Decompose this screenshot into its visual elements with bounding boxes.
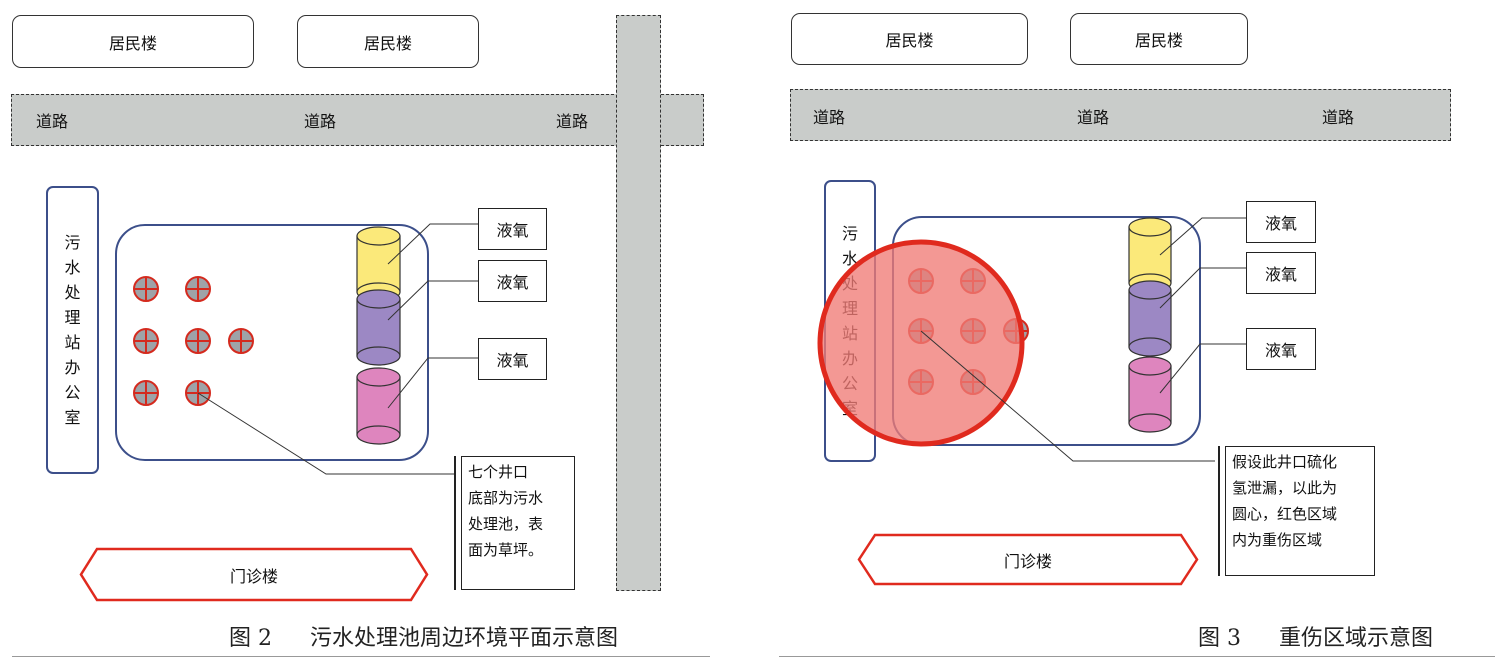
liquid-oxygen-label-3: 液氧 [1246,328,1316,370]
residential-building-label: 居民楼 [108,33,157,53]
road-label: 道路 [304,112,337,131]
figure-title: 重伤区域示意图 [1279,626,1434,651]
clinic-label: 门诊楼 [1003,551,1052,571]
well-icon [185,328,211,354]
sewage-pool-area [115,224,429,461]
office-char: 室 [64,408,81,427]
oxygen-tank-icon [356,367,401,445]
residential-building-1: 居民楼 [12,15,254,68]
liquid-oxygen-text: 液氧 [496,273,529,292]
office-char: 处 [64,283,81,302]
road-label: 道路 [1077,108,1110,127]
road-label: 道路 [556,112,589,131]
figure-caption: 图 3 重伤区域示意图 [1198,620,1433,652]
office-char: 站 [64,333,81,352]
clinic-label: 门诊楼 [229,566,278,586]
liquid-oxygen-label-3: 液氧 [478,338,547,380]
residential-building-label: 居民楼 [363,33,412,53]
tanks-and-leaders [817,217,1246,462]
vertical-road [616,15,661,591]
well-icon [185,276,211,302]
clinic-building: 门诊楼 [79,547,429,602]
residential-building-label: 居民楼 [1134,31,1183,50]
liquid-oxygen-label-2: 液氧 [1246,252,1316,294]
figure-number: 图 3 [1198,626,1241,651]
liquid-oxygen-label-1: 液氧 [478,208,547,250]
figure-title: 污水处理池周边环境平面示意图 [310,626,619,651]
figure-3-panel: 居民楼 居民楼 道路 道路 道路 污 水 处 理 站 办 公 室 [775,0,1503,669]
liquid-oxygen-label-1: 液氧 [1246,201,1316,243]
figure-number: 图 2 [229,626,272,651]
road-label: 道路 [1322,108,1355,127]
clinic-building: 门诊楼 [857,533,1199,586]
residential-building-2: 居民楼 [1070,13,1248,65]
horizontal-road [790,89,1451,141]
note-bracket [1218,446,1220,576]
liquid-oxygen-text: 液氧 [1264,341,1297,360]
road-label: 道路 [36,112,69,131]
well-icon [228,328,254,354]
tanks-and-leaders [197,223,478,475]
office-char: 办 [64,358,81,377]
office-char: 水 [841,249,858,268]
well-icon [133,380,159,406]
office-char: 污 [841,224,858,243]
horizontal-road [11,94,704,146]
bottom-rule [779,656,1495,657]
bottom-rule [12,656,710,657]
well-icon [133,276,159,302]
sewage-station-office: 污 水 处 理 站 办 公 室 [46,186,99,474]
liquid-oxygen-text: 液氧 [1264,214,1297,233]
danger-note: 假设此井口硫化 氢泄漏，以此为 圆心，红色区域 内为重伤区域 [1225,446,1375,576]
office-char: 理 [64,308,81,327]
residential-building-2: 居民楼 [297,15,479,68]
office-char: 污 [64,233,81,252]
figure-caption: 图 2 污水处理池周边环境平面示意图 [229,620,618,652]
oxygen-tank-icon [356,289,401,366]
well-icon [133,328,159,354]
oxygen-tank-icon [1128,356,1172,433]
oxygen-tank-icon [1128,280,1172,357]
liquid-oxygen-text: 液氧 [1264,265,1297,284]
danger-zone-circle [817,239,1025,447]
residential-building-label: 居民楼 [885,31,934,50]
liquid-oxygen-label-2: 液氧 [478,260,547,302]
residential-building-1: 居民楼 [791,13,1028,65]
figure-2-panel: 居民楼 居民楼 道路 道路 道路 污 水 处 理 站 办 公 室 [0,0,720,669]
road-label: 道路 [813,108,846,127]
office-char: 公 [64,383,81,402]
note-bracket [454,456,456,590]
liquid-oxygen-text: 液氧 [496,351,529,370]
office-char: 水 [64,258,81,277]
wells-note: 七个井口 底部为污水 处理池，表 面为草坪。 [461,456,575,590]
liquid-oxygen-text: 液氧 [496,221,529,240]
